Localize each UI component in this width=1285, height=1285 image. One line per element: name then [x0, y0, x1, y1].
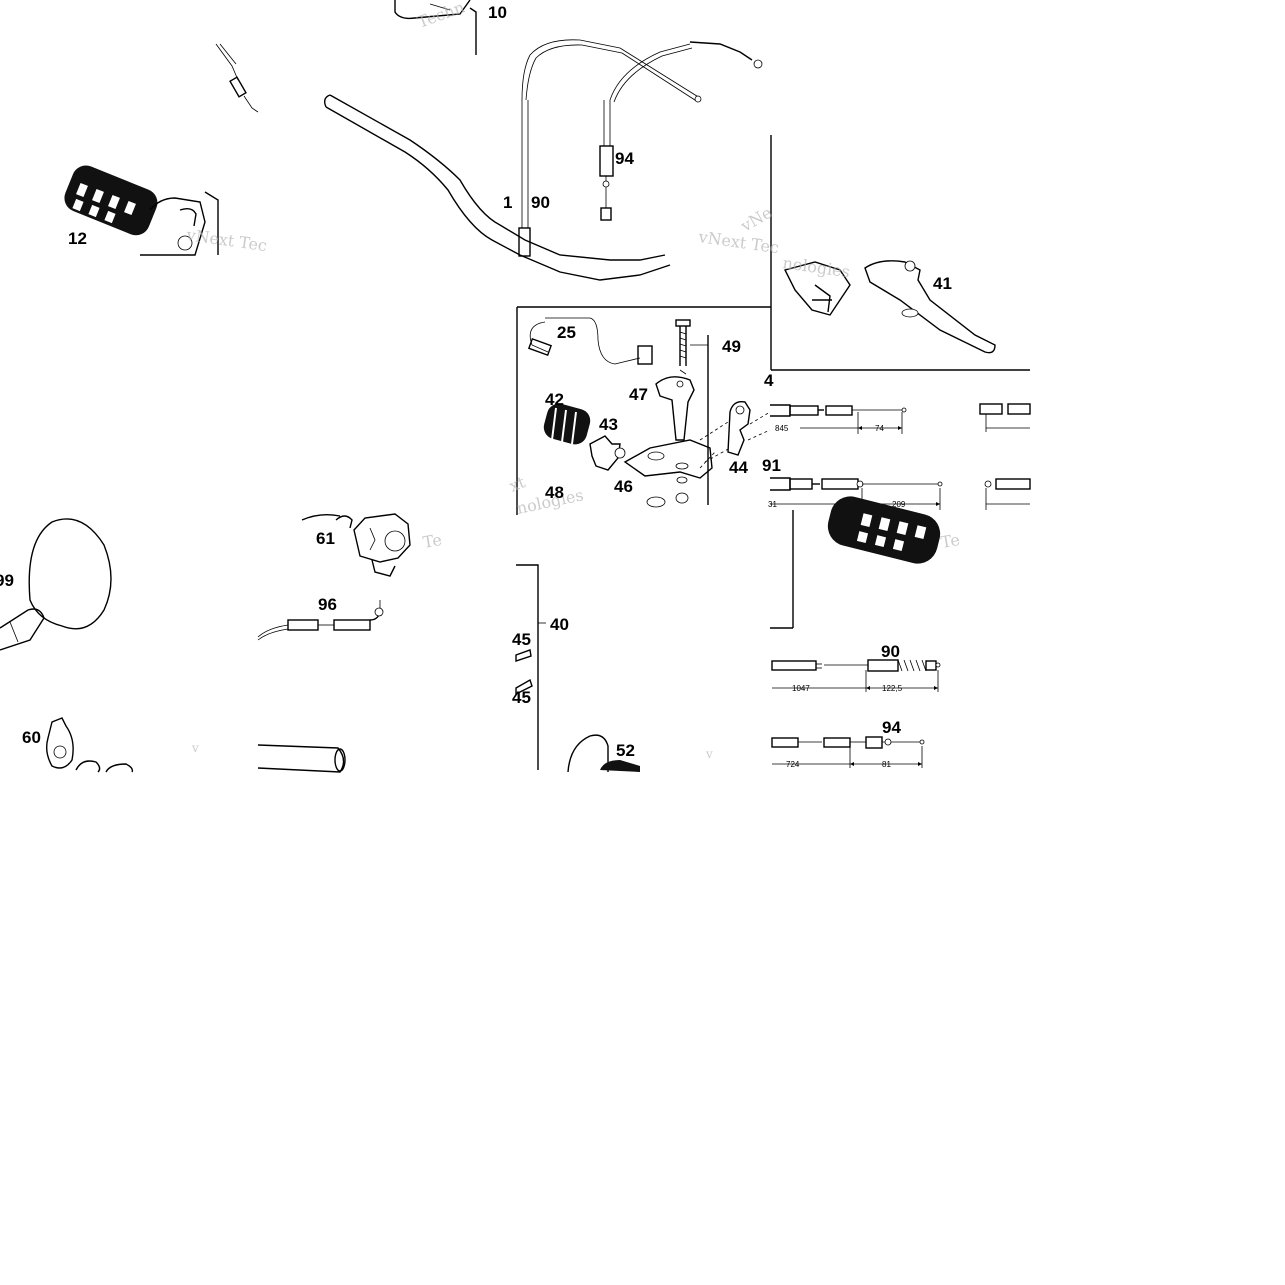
part-60 [45, 717, 134, 773]
dim-209: 209 [892, 500, 906, 509]
dim-1047: 1047 [792, 684, 810, 693]
lever-box [770, 135, 1030, 371]
label-part-44: 44 [729, 458, 748, 477]
cable-dimension-91 [770, 403, 1031, 510]
label-part-45-a: 45 [512, 630, 531, 649]
label-part-49: 49 [722, 337, 741, 356]
cable-dimension-94 [771, 736, 925, 768]
label-part-61: 61 [316, 529, 335, 548]
right-grip [770, 496, 941, 629]
label-part-91: 91 [762, 456, 781, 475]
watermark-10: v [191, 741, 199, 755]
handlebar [323, 94, 671, 281]
part-10-switch [394, 0, 477, 55]
watermark-8: Te [421, 530, 443, 552]
dim-31: 31 [768, 500, 777, 509]
part-96-cable [257, 600, 384, 641]
clutch-lever-group [516, 306, 771, 515]
wire-harness [215, 43, 259, 113]
label-part-94-b: 94 [882, 718, 901, 737]
label-part-43: 43 [599, 415, 618, 434]
label-part-99: 99 [0, 571, 14, 590]
label-part-45-b: 45 [512, 688, 531, 707]
watermark-5: nologies [781, 253, 851, 281]
label-part-4: 4 [764, 371, 774, 390]
watermark-11: v [705, 747, 713, 761]
part-labels: 10 12 1 90 94 41 25 49 47 42 43 44 46 48… [0, 3, 952, 760]
watermark-3: vNext Tec [696, 227, 780, 257]
label-part-52: 52 [616, 741, 635, 760]
label-part-46: 46 [614, 477, 633, 496]
part-12-grip [64, 165, 219, 256]
part-40-bracket [515, 564, 546, 770]
dim-724: 724 [786, 760, 800, 769]
label-part-42: 42 [545, 390, 564, 409]
part-52 [567, 734, 640, 773]
watermark-4: vNe [737, 203, 776, 236]
label-part-25: 25 [557, 323, 576, 342]
throttle-cables [518, 39, 763, 257]
watermark-1: Techn [415, 0, 467, 32]
label-part-90: 90 [531, 193, 550, 212]
label-part-60: 60 [22, 728, 41, 747]
part-61-switch [301, 513, 411, 577]
label-part-12: 12 [68, 229, 87, 248]
label-part-10: 10 [488, 3, 507, 22]
dim-122-5: 122,5 [882, 684, 903, 693]
label-part-47: 47 [629, 385, 648, 404]
dim-74: 74 [875, 424, 884, 433]
dim-845: 845 [775, 424, 789, 433]
watermark-6: xt [506, 472, 528, 496]
watermark-9: Te [939, 530, 961, 552]
label-part-90-b: 90 [881, 642, 900, 661]
bar-end-tube [257, 744, 346, 773]
label-part-48: 48 [545, 483, 564, 502]
part-99-mirror [0, 518, 112, 651]
label-part-40: 40 [550, 615, 569, 634]
watermarks: Techn vNext Tec vNext Tec vNe nologies x… [184, 0, 961, 761]
label-part-94: 94 [615, 149, 634, 168]
label-part-1: 1 [503, 193, 512, 212]
dimension-labels: 845 74 31 209 1047 122,5 724 81 [768, 424, 906, 769]
label-part-41: 41 [933, 274, 952, 293]
dim-81: 81 [882, 760, 891, 769]
cable-dimension-90 [771, 659, 941, 692]
label-part-96: 96 [318, 595, 337, 614]
